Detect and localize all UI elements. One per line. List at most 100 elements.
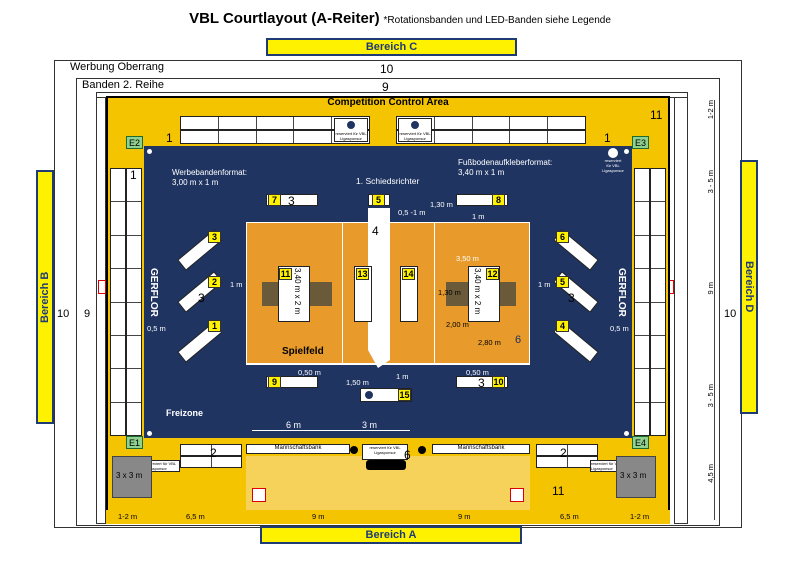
bench-right: Mannschaftsbank: [432, 444, 530, 454]
sticker-14: [400, 266, 418, 322]
logo-tr: reserviert für VBL Ligasponsor: [602, 148, 624, 173]
reserved-bottom-center: reserviert für VBL Ligasponsor: [362, 444, 408, 460]
left-stripe: [96, 92, 106, 524]
badge-5-right: 5: [556, 276, 569, 288]
diagonal-boards-right: [553, 229, 599, 363]
badge-10: 10: [492, 376, 505, 388]
page-title: VBL Courtlayout (A-Reiter) *Rotationsban…: [0, 10, 800, 27]
bottom-right-num-2: 2: [560, 446, 567, 460]
dim-05-right: 0,5 m: [610, 324, 629, 333]
dim-050-left: 0,50 m: [298, 368, 321, 377]
sticker-13: [354, 266, 372, 322]
bereich-d: Bereich D: [740, 160, 758, 414]
dim-12-left: 1-2 m: [118, 512, 138, 521]
corner-dot-br: [624, 431, 629, 436]
reserved-top-left: reserviert für VBL Ligasponsor: [334, 118, 368, 142]
top-band-left-row1: [180, 116, 370, 130]
num-11-top: 11: [650, 108, 663, 122]
bereich-b: Bereich B: [36, 170, 54, 424]
right-num-3: 3: [568, 291, 575, 305]
badge-5-top: 5: [372, 194, 385, 206]
reserved-top-right: reserviert für VBL Ligasponsor: [398, 118, 432, 142]
bench-left: Mannschaftsbank: [246, 444, 350, 454]
court-baseline: [246, 364, 530, 365]
freizone-label: Freizone: [166, 408, 204, 418]
court-num-6: 6: [515, 334, 522, 346]
gray-area-right: [616, 456, 656, 498]
badge-8: 8: [492, 194, 505, 206]
corner-e2: E2: [126, 136, 143, 149]
badge-12: 12: [486, 268, 499, 280]
bottom-band-right-2: [536, 456, 598, 468]
left-band-col1: [126, 168, 142, 436]
dim-1m-right: 1 m: [538, 280, 551, 289]
num-11-bottom: 11: [552, 484, 565, 498]
dim-9-right: 9 m: [458, 512, 471, 521]
net-shape: [368, 208, 390, 368]
left-num-3: 3: [198, 291, 205, 305]
title-main: VBL Courtlayout (A-Reiter): [189, 10, 380, 27]
dim-05-1: 0,5 -1 m: [398, 208, 426, 217]
logo-15: [364, 390, 374, 400]
dim-9-left: 9 m: [312, 512, 325, 521]
right-stripe: [674, 92, 688, 524]
gray-right-dim: 3 x 3 m: [620, 471, 647, 480]
dim-130-mid: 1,30 m: [438, 288, 461, 297]
top-band-right-row1: [396, 116, 586, 130]
top-band-right-row2: [396, 130, 586, 144]
attack-line-left: [342, 222, 343, 364]
attack-line-right: [434, 222, 435, 364]
reserved-bottom-left: reserviert für VBL Ligasponsor: [144, 460, 180, 472]
scorer-table: [366, 460, 406, 470]
reihe2-num: 9: [382, 80, 389, 94]
vdim-line: [714, 100, 715, 520]
corner-e4: E4: [632, 436, 649, 449]
dim-280: 2,80 m: [478, 338, 501, 347]
dot-right: [418, 446, 426, 454]
sticker-11-dim: 3,40 m x 2 m: [293, 268, 302, 315]
dim-12-right: 1-2 m: [630, 512, 650, 521]
corner-dot-tl: [147, 149, 152, 154]
reihe2-label: Banden 2. Reihe: [82, 79, 164, 91]
led-bottom-left: [252, 488, 266, 502]
gray-area-left: [112, 456, 152, 498]
title-sub: *Rotationsbanden und LED-Banden siehe Le…: [383, 15, 611, 26]
net-num-4: 4: [372, 224, 379, 238]
left-9: 9: [84, 308, 91, 320]
badge-6-right: 6: [556, 231, 569, 243]
badge-3-left: 3: [208, 231, 221, 243]
right-band-col1: [634, 168, 650, 436]
bottom-band-left-1: [180, 444, 242, 456]
bottom-left-num-2: 2: [210, 446, 217, 460]
dim-1m-top: 1 m: [472, 212, 485, 221]
oberrang-num: 10: [380, 62, 394, 76]
spielfeld-label: Spielfeld: [282, 346, 324, 357]
control-area-title: Competition Control Area: [327, 97, 449, 108]
left-10: 10: [57, 308, 70, 320]
num-3-top: 3: [288, 194, 295, 208]
badge-13: 13: [356, 268, 369, 280]
dim-050-right: 0,50 m: [466, 368, 489, 377]
dim-150: 1,50 m: [346, 378, 369, 387]
corner-e1: E1: [126, 436, 143, 449]
corner-e3: E3: [632, 136, 649, 149]
badge-14: 14: [402, 268, 415, 280]
right-band-col2: [650, 168, 666, 436]
dim-3m: 3 m: [362, 420, 378, 430]
gray-left-dim: 3 x 3 m: [116, 471, 143, 480]
werbeformat-line2: 3,00 m x 1 m: [172, 178, 219, 187]
badge-2-left: 2: [208, 276, 221, 288]
num-3-bottom: 3: [478, 376, 485, 390]
left-num-1: 1: [130, 168, 137, 182]
schiedsrichter-label: 1. Schiedsrichter: [356, 176, 420, 186]
dim-1m-bottom: 1 m: [396, 372, 409, 381]
badge-15: 15: [398, 389, 411, 401]
bottom-band-left-2: [180, 456, 242, 468]
top-band-left-row2: [180, 130, 370, 144]
gerflor-left: GERFLOR: [148, 268, 159, 317]
dim-05-left: 0,5 m: [147, 324, 166, 333]
badge-9: 9: [268, 376, 281, 388]
oberrang-label: Werbung Oberrang: [70, 61, 164, 73]
badge-1-left: 1: [208, 320, 221, 332]
dim-line-bottom: [252, 430, 410, 431]
